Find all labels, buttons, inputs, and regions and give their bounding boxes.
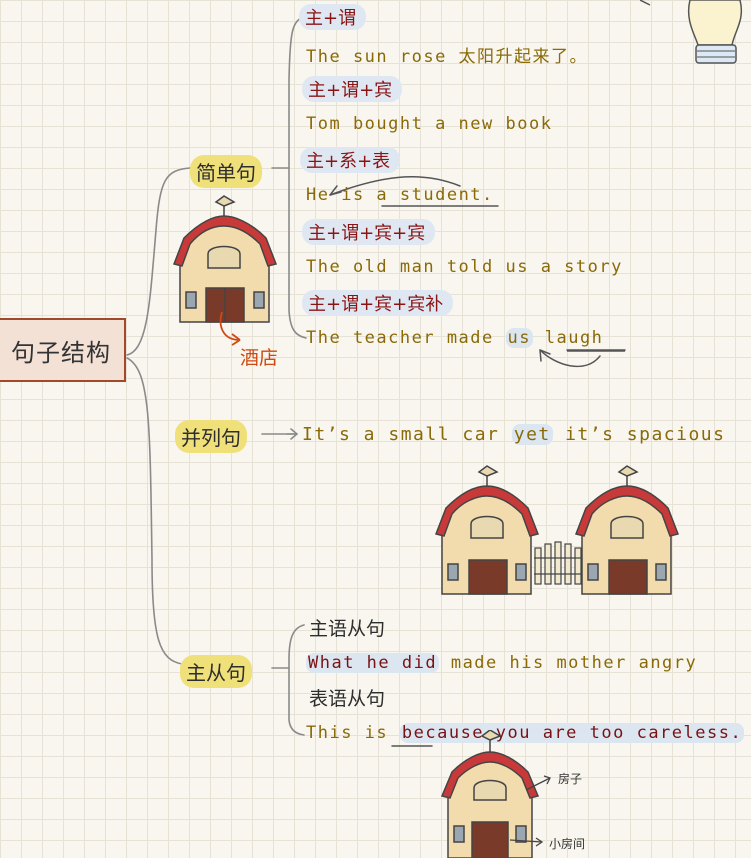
barn-label-roof: 房子 [558, 772, 583, 786]
example-svoo: The old man told us a story [306, 257, 623, 277]
example-subject-clause: What he did made his mother angry [306, 653, 698, 673]
root-label: 句子结构 [11, 338, 111, 367]
category-complex-sentence: 主从句 [180, 655, 252, 688]
root-node: 句子结构 [0, 318, 126, 382]
labeled-barn-illustration [440, 730, 551, 858]
lightbulb-icon [640, 0, 743, 64]
example-svc: He is a student. [306, 185, 494, 205]
twin-barns-illustration [434, 465, 680, 595]
curved-arrow-icon [219, 311, 241, 346]
example-svo: Tom bought a new book [306, 114, 553, 134]
pattern-tag-svoo: 主+谓+宾+宾 [302, 219, 436, 245]
example-sv: The sun rose 太阳升起来了。 [306, 47, 589, 67]
pattern-tag-svc: 主+系+表 [300, 147, 401, 173]
example-compound: It’s a small car yet it’s spacious [302, 424, 726, 445]
clause-tag-predicative: 表语从句 [309, 688, 386, 710]
pattern-tag-svo: 主+谓+宾 [302, 76, 403, 102]
category-compound-sentence: 并列句 [175, 420, 247, 453]
barn-illustration [172, 195, 278, 323]
barn-label-door: 小房间 [549, 837, 586, 851]
pattern-tag-svoc: 主+谓+宾+宾补 [302, 290, 454, 316]
barn-handwritten-note: 酒店 [240, 347, 279, 369]
pattern-tag-sv: 主+谓 [299, 4, 367, 30]
example-svoc: The teacher made us laugh [306, 328, 604, 348]
clause-tag-subject: 主语从句 [309, 618, 386, 640]
category-simple-sentence: 简单句 [190, 155, 262, 188]
